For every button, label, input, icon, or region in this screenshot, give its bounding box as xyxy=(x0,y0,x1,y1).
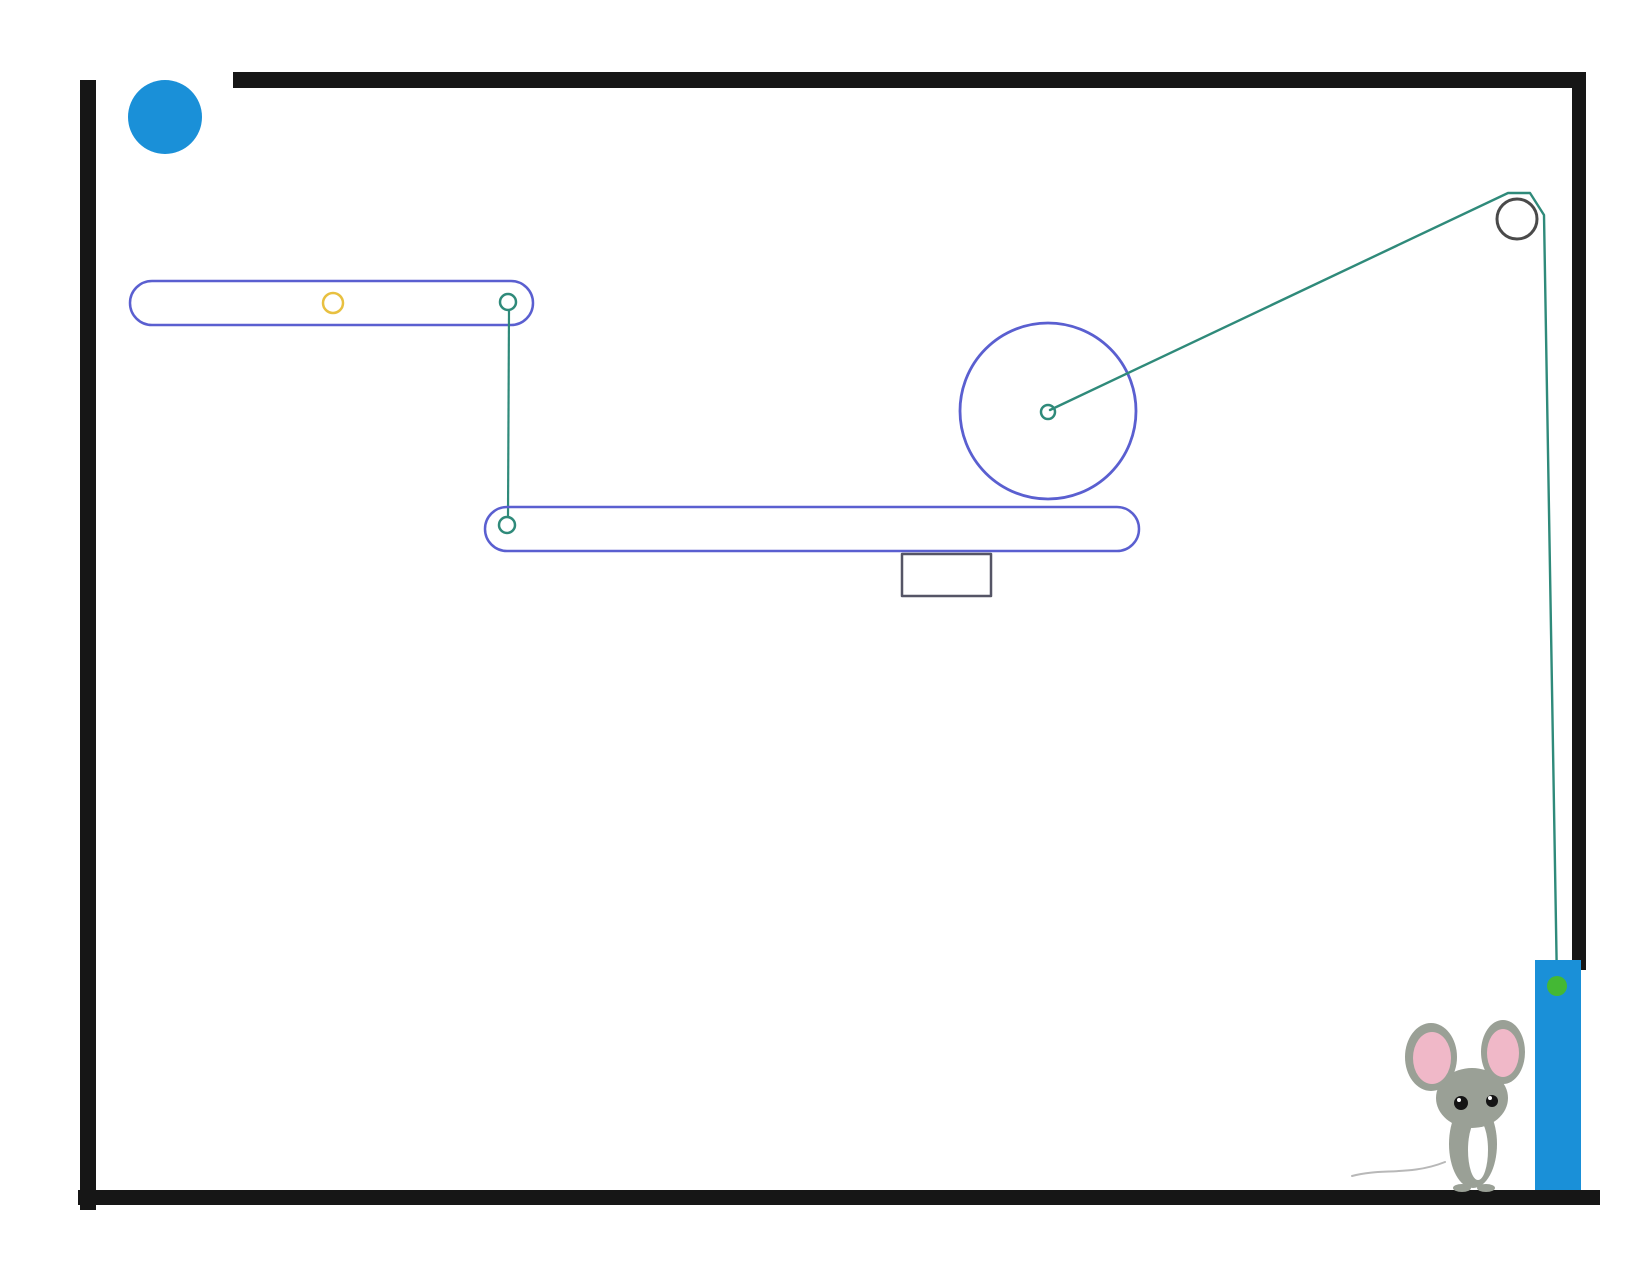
mouse-eye-left xyxy=(1454,1096,1468,1110)
counterweight[interactable] xyxy=(1535,960,1581,1190)
walls xyxy=(78,72,1600,1210)
rope-pin-upper xyxy=(498,292,518,312)
lower-bar[interactable] xyxy=(483,505,1141,553)
mouse-ear-right-inner xyxy=(1487,1029,1519,1077)
wall-left xyxy=(80,80,96,1210)
rope-upper-to-lower xyxy=(506,309,511,517)
mouse-eye-right-shine xyxy=(1488,1096,1492,1100)
mouse-eye-left-shine xyxy=(1457,1098,1461,1102)
rope-pin-lower xyxy=(497,515,517,535)
counterweight-anchor xyxy=(1547,976,1567,996)
pulley[interactable] xyxy=(1495,197,1539,241)
mouse-tail xyxy=(1351,1161,1446,1177)
mouse-head xyxy=(1436,1068,1508,1128)
blue-ball[interactable] xyxy=(128,80,202,154)
mouse-icon[interactable] xyxy=(1351,1020,1525,1192)
wheel[interactable] xyxy=(958,321,1138,501)
mouse-foot-right xyxy=(1477,1184,1495,1192)
wheel-axle-pin xyxy=(1039,403,1057,421)
mouse-belly xyxy=(1468,1120,1488,1180)
upper-bar[interactable] xyxy=(128,279,535,327)
mouse-foot-left xyxy=(1453,1184,1471,1192)
support-block xyxy=(900,552,993,598)
mouse-eye-right xyxy=(1486,1095,1498,1107)
wall-bottom xyxy=(78,1190,1600,1205)
pivot-hinge[interactable] xyxy=(321,291,345,315)
wall-top xyxy=(233,72,1585,88)
rope-wheel-to-counterweight xyxy=(1048,191,1559,987)
mouse-ear-left-inner xyxy=(1413,1032,1451,1084)
wall-right xyxy=(1572,72,1586,970)
